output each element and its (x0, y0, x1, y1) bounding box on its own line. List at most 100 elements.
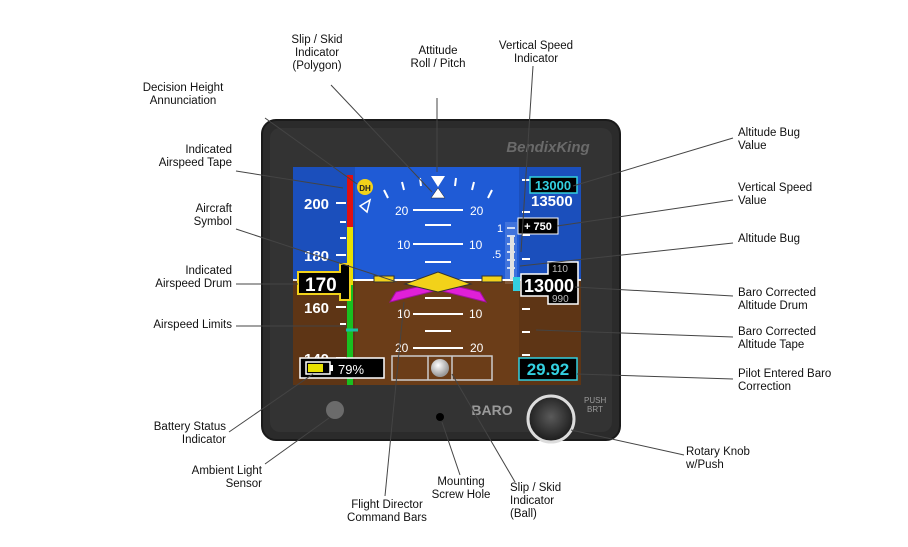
callout-line: Attitude (418, 45, 458, 57)
callout-line: Screw Hole (431, 489, 491, 501)
knob-label-brt: BRT (587, 405, 603, 414)
callout-line: Indicator (294, 47, 340, 59)
vs-value: + 750 (524, 221, 552, 233)
ambient-light-sensor (326, 401, 344, 419)
aircraft-symbol (403, 271, 473, 293)
callout-line: Altitude Bug (738, 127, 801, 139)
callout-baro-altitude-tape: Baro Corrected Altitude Tape (738, 326, 868, 352)
callout-flight-director: Flight Director Command Bars (332, 499, 442, 525)
airspeed-limit-red (347, 175, 353, 227)
callout-line: Command Bars (347, 512, 427, 524)
callout-battery-status: Battery Status Indicator (108, 421, 226, 447)
callout-line: Correction (738, 381, 792, 393)
callout-indicated-airspeed-drum: Indicated Airspeed Drum (120, 265, 232, 291)
callout-line: Value (738, 195, 767, 207)
vs-value-box: + 750 (517, 217, 559, 235)
callout-line: Baro Corrected (738, 287, 816, 299)
callout-altitude-bug-value: Altitude Bug Value (738, 127, 868, 153)
altitude-bug-value-box: 13000 (529, 176, 578, 194)
callout-aircraft-symbol: Aircraft Symbol (120, 203, 232, 229)
callout-line: Flight Director (351, 499, 423, 511)
callout-baro-altitude-drum: Baro Corrected Altitude Drum (738, 287, 868, 313)
callout-airspeed-limits: Airspeed Limits (110, 319, 232, 332)
callout-slip-skid-polygon: Slip / Skid Indicator (Polygon) (272, 34, 362, 73)
altitude-tape-13500: 13500 (531, 193, 573, 210)
rotary-knob[interactable] (526, 394, 576, 444)
pitch-label-20-up-left: 20 (395, 204, 409, 218)
battery-status: 79% (299, 357, 385, 379)
callout-line: Vertical Speed (738, 182, 813, 194)
airspeed-drum-value: 170 (305, 275, 337, 296)
dh-annunciator (357, 179, 373, 195)
callout-line: Airspeed Limits (153, 319, 232, 331)
aircraft-wing-right (481, 275, 503, 283)
callout-line: (Polygon) (292, 60, 342, 72)
slip-skid-polygon (430, 187, 446, 199)
callout-attitude: Attitude Roll / Pitch (400, 45, 476, 71)
altitude-drum-lower: 990 (552, 294, 569, 305)
callout-line: Aircraft (195, 203, 232, 215)
altitude-bug (513, 277, 520, 291)
callout-line: Airspeed Drum (155, 278, 232, 290)
callout-line: Rotary Knob (686, 446, 750, 458)
callout-slip-skid-ball: Slip / Skid Indicator (Ball) (510, 482, 600, 521)
mounting-screw-hole (436, 413, 444, 421)
callout-line: Decision Height (142, 82, 224, 94)
airspeed-tape-180: 180 (304, 248, 329, 265)
callout-line: Vertical Speed (498, 40, 574, 52)
pitch-label-10-down-right: 10 (469, 307, 483, 321)
dh-text: DH (359, 184, 371, 193)
callout-pilot-baro: Pilot Entered Baro Correction (738, 368, 888, 394)
callout-altitude-bug: Altitude Bug (738, 233, 868, 246)
baro-setting-value: 29.92 (527, 360, 570, 379)
callout-line: Altitude Bug (738, 233, 801, 245)
pitch-label-10-up-left: 10 (397, 238, 411, 252)
pitch-label-10-up-right: 10 (469, 238, 483, 252)
airspeed-tape-200: 200 (304, 196, 329, 213)
callout-line: Annunciation (149, 95, 217, 107)
altitude-drum: 110 13000 990 (520, 261, 579, 305)
callout-line: Symbol (193, 216, 232, 228)
aircraft-wing-left (373, 275, 395, 283)
battery-percent: 79% (338, 362, 364, 377)
callout-line: Altitude Drum (738, 300, 808, 312)
pitch-label-10-down-left: 10 (397, 307, 411, 321)
airspeed-drum: 170 (297, 263, 351, 301)
vs-scale-half: .5 (492, 249, 501, 261)
baro-button-label[interactable]: BARO (471, 402, 512, 418)
callout-vertical-speed-indicator: Vertical Speed Indicator (486, 40, 586, 66)
altitude-drum-value: 13000 (524, 276, 574, 296)
callout-line: Value (738, 140, 767, 152)
callout-line: Pilot Entered Baro (738, 368, 832, 380)
airspeed-limit-yellow (347, 227, 353, 285)
callout-line: w/Push (686, 459, 724, 471)
callout-line: Altitude Tape (738, 339, 805, 351)
callout-line: Airspeed Tape (158, 157, 232, 169)
vs-scale-1: 1 (497, 223, 503, 235)
callout-line: Sensor (225, 478, 262, 490)
callout-line: Baro Corrected (738, 326, 816, 338)
altitude-drum-upper: 110 (552, 264, 568, 275)
callout-rotary-knob: Rotary Knob w/Push (686, 446, 776, 472)
altitude-bug-value: 13000 (535, 178, 571, 193)
callout-line: Indicator (513, 53, 559, 65)
callout-line: Indicator (510, 495, 555, 507)
pitch-label-20-down-left: 20 (395, 341, 409, 355)
pitch-ladder (413, 209, 463, 349)
callout-line: Mounting (437, 476, 485, 488)
callout-line: Battery Status (153, 421, 226, 433)
callout-decision-height: Decision Height Annunciation (128, 82, 238, 108)
callout-indicated-airspeed-tape: Indicated Airspeed Tape (120, 144, 232, 170)
vs-pointer-bar (510, 236, 514, 280)
baro-setting-box: 29.92 (518, 357, 578, 381)
airspeed-limit-green (347, 285, 353, 385)
callout-line: Indicated (185, 265, 232, 277)
callout-line: Ambient Light (191, 465, 262, 477)
aircraft-symbol-small (358, 198, 372, 214)
callout-vertical-speed-value: Vertical Speed Value (738, 182, 868, 208)
brand-logo: BendixKing (506, 139, 589, 156)
pitch-label-20-down-right: 20 (470, 341, 484, 355)
callout-line: Slip / Skid (510, 482, 562, 494)
